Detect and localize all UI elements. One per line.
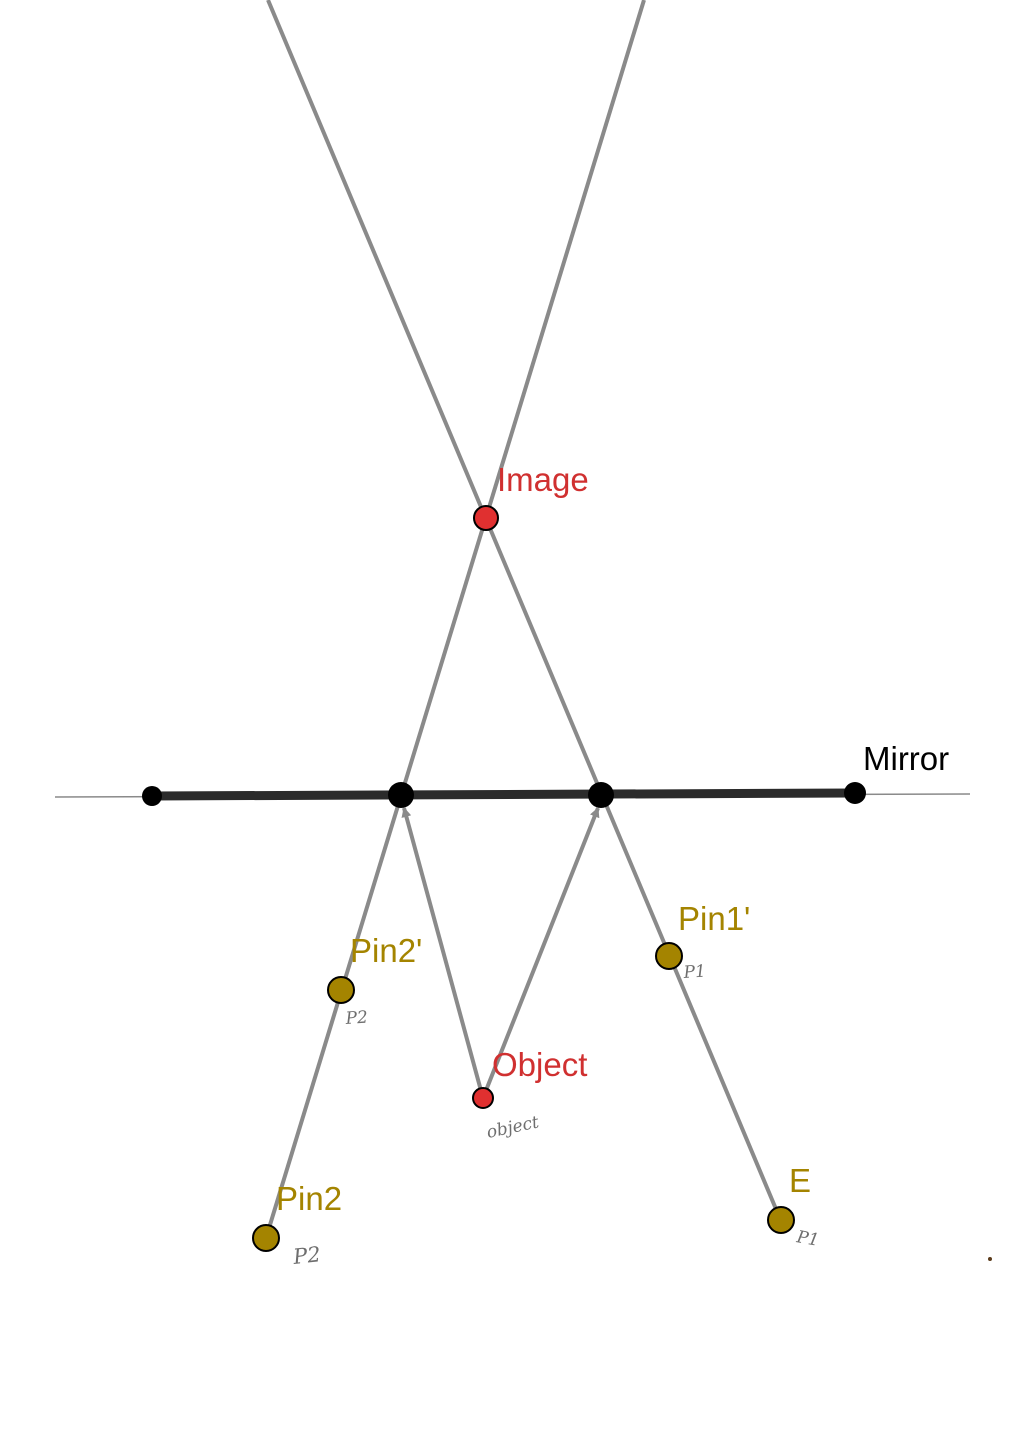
incident-ray-right: [481, 807, 600, 1099]
pin1-prime-note: P1: [682, 961, 707, 983]
pin1-prime-label: Pin1': [678, 900, 750, 937]
mirror-label: Mirror: [863, 740, 949, 777]
pin1-prime-point: [655, 942, 683, 970]
object-label: Object: [492, 1046, 587, 1083]
eye-point: [767, 1206, 795, 1234]
object-point: [472, 1087, 494, 1109]
image-label: Image: [497, 461, 589, 498]
speck-mark: [988, 1257, 992, 1261]
mirror-end-left-point: [142, 786, 162, 806]
pin2-prime-label: Pin2': [350, 932, 422, 969]
mirror-end-right-point: [844, 782, 866, 804]
pin2-note: P2: [291, 1242, 322, 1269]
ray-pin1-eye-line: [266, 0, 783, 1222]
ray-pin2-line: [264, 0, 646, 1239]
eye-label: E: [789, 1162, 811, 1199]
pin2-prime-point: [327, 976, 355, 1004]
reflection-point-right: [588, 782, 614, 808]
pin2-point: [252, 1224, 280, 1252]
reflection-point-left: [388, 782, 414, 808]
object-note: object: [485, 1112, 541, 1143]
mirror-line: [151, 788, 856, 801]
eye-note: P1: [794, 1227, 820, 1251]
incident-ray-left: [401, 807, 485, 1099]
pin2-prime-note: P2: [344, 1007, 369, 1029]
image-point: [473, 505, 499, 531]
pin2-label: Pin2: [276, 1180, 342, 1217]
